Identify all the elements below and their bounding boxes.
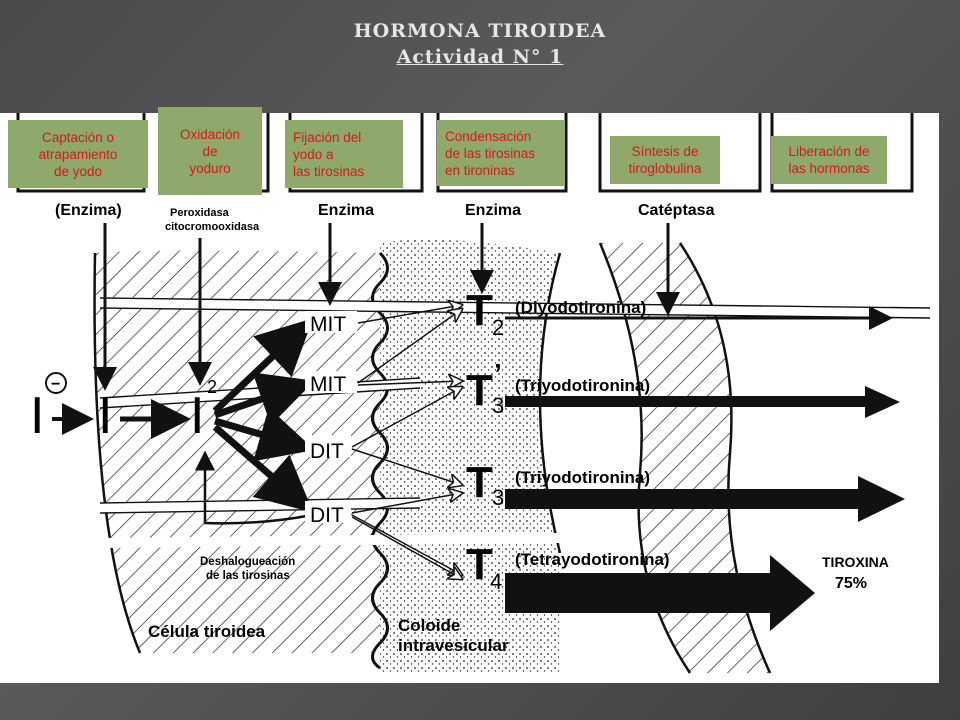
output-arrow-t4 bbox=[505, 555, 815, 631]
svg-text:3: 3 bbox=[492, 393, 504, 418]
deshalo-line-2: de las tirosinas bbox=[206, 570, 290, 582]
hormone-t3r-name: (Triyodotironina) bbox=[515, 376, 650, 395]
enzyme-label-4: Enzima bbox=[465, 202, 521, 219]
hormone-t2-name: (Diyodotironina) bbox=[515, 298, 646, 317]
thyroid-diagram: (Enzima) Peroxidasa citocromooxidasa Enz… bbox=[16, 113, 931, 674]
negative-charge-icon bbox=[45, 372, 67, 394]
svg-text:2: 2 bbox=[492, 315, 504, 340]
mit-label-1: MIT bbox=[310, 313, 346, 336]
iodide-symbol-cell: I bbox=[98, 387, 112, 445]
step-liberacion: Liberación de las hormonas bbox=[771, 136, 887, 184]
step-fijacion: Fijación del yodo a las tirosinas bbox=[285, 120, 403, 188]
svg-text:’: ’ bbox=[494, 358, 502, 389]
slide-subtitle: Actividad N° 1 bbox=[396, 46, 564, 68]
svg-text:T: T bbox=[466, 286, 493, 335]
mit-label-2: MIT bbox=[310, 373, 346, 396]
svg-text:T: T bbox=[466, 540, 493, 589]
deshalo-line-1: Deshalogueación bbox=[200, 556, 295, 568]
hormone-t3-name: (Triyodotironina) bbox=[515, 468, 650, 487]
colloid-label-2: intravesicular bbox=[398, 636, 509, 655]
iodine-symbol: I bbox=[190, 387, 204, 445]
svg-text:T: T bbox=[466, 458, 493, 507]
cell-label: Célula tiroidea bbox=[148, 622, 266, 641]
output-arrow-t3 bbox=[505, 476, 905, 522]
tiroxina-label: TIROXINA bbox=[822, 554, 889, 570]
enzyme-label-2a: Peroxidasa bbox=[170, 207, 230, 219]
step-condensacion: Condensación de las tirosinas en tironin… bbox=[437, 120, 565, 186]
negative-charge-text: − bbox=[51, 376, 60, 393]
colloid-boundary bbox=[371, 251, 389, 670]
dit-label-2: DIT bbox=[310, 504, 344, 527]
enzyme-label-5: Catéptasa bbox=[638, 202, 715, 219]
colloid-dots bbox=[380, 239, 560, 673]
hormone-t2: T 2 (Diyodotironina) bbox=[466, 286, 646, 340]
slide-title: HORMONA TIROIDEA bbox=[353, 20, 607, 42]
iodide-symbol-outside: I bbox=[30, 387, 44, 445]
svg-text:4: 4 bbox=[490, 569, 502, 594]
hormone-t3-reverse: T ’ 3 (Triyodotironina) bbox=[466, 358, 650, 418]
step-oxidacion: Oxidación de yoduro bbox=[158, 107, 262, 195]
step-captacion: Captación o atrapamiento de yodo bbox=[8, 120, 148, 188]
hormone-t4: T 4 (Tetrayodotironina) bbox=[466, 540, 670, 594]
enzyme-label-1: (Enzima) bbox=[55, 202, 122, 219]
diagram-panel: (Enzima) Peroxidasa citocromooxidasa Enz… bbox=[0, 113, 939, 683]
membrane-hatch bbox=[600, 243, 770, 673]
output-arrow-t3r bbox=[505, 386, 900, 418]
step-sintesis: Síntesis de tiroglobulina bbox=[610, 136, 720, 184]
tiroxina-percent: 75% bbox=[835, 575, 867, 592]
hormone-t3: T 3 (Triyodotironina) bbox=[466, 458, 650, 510]
enzyme-label-2b: citocromooxidasa bbox=[165, 221, 260, 233]
enzyme-label-3: Enzima bbox=[318, 202, 374, 219]
dit-label-1: DIT bbox=[310, 440, 344, 463]
svg-text:T: T bbox=[466, 366, 493, 415]
colloid-label-1: Coloide bbox=[398, 616, 460, 635]
svg-text:3: 3 bbox=[492, 485, 504, 510]
hormone-t4-name: (Tetrayodotironina) bbox=[515, 550, 670, 569]
iodine-subscript: 2 bbox=[207, 377, 217, 397]
